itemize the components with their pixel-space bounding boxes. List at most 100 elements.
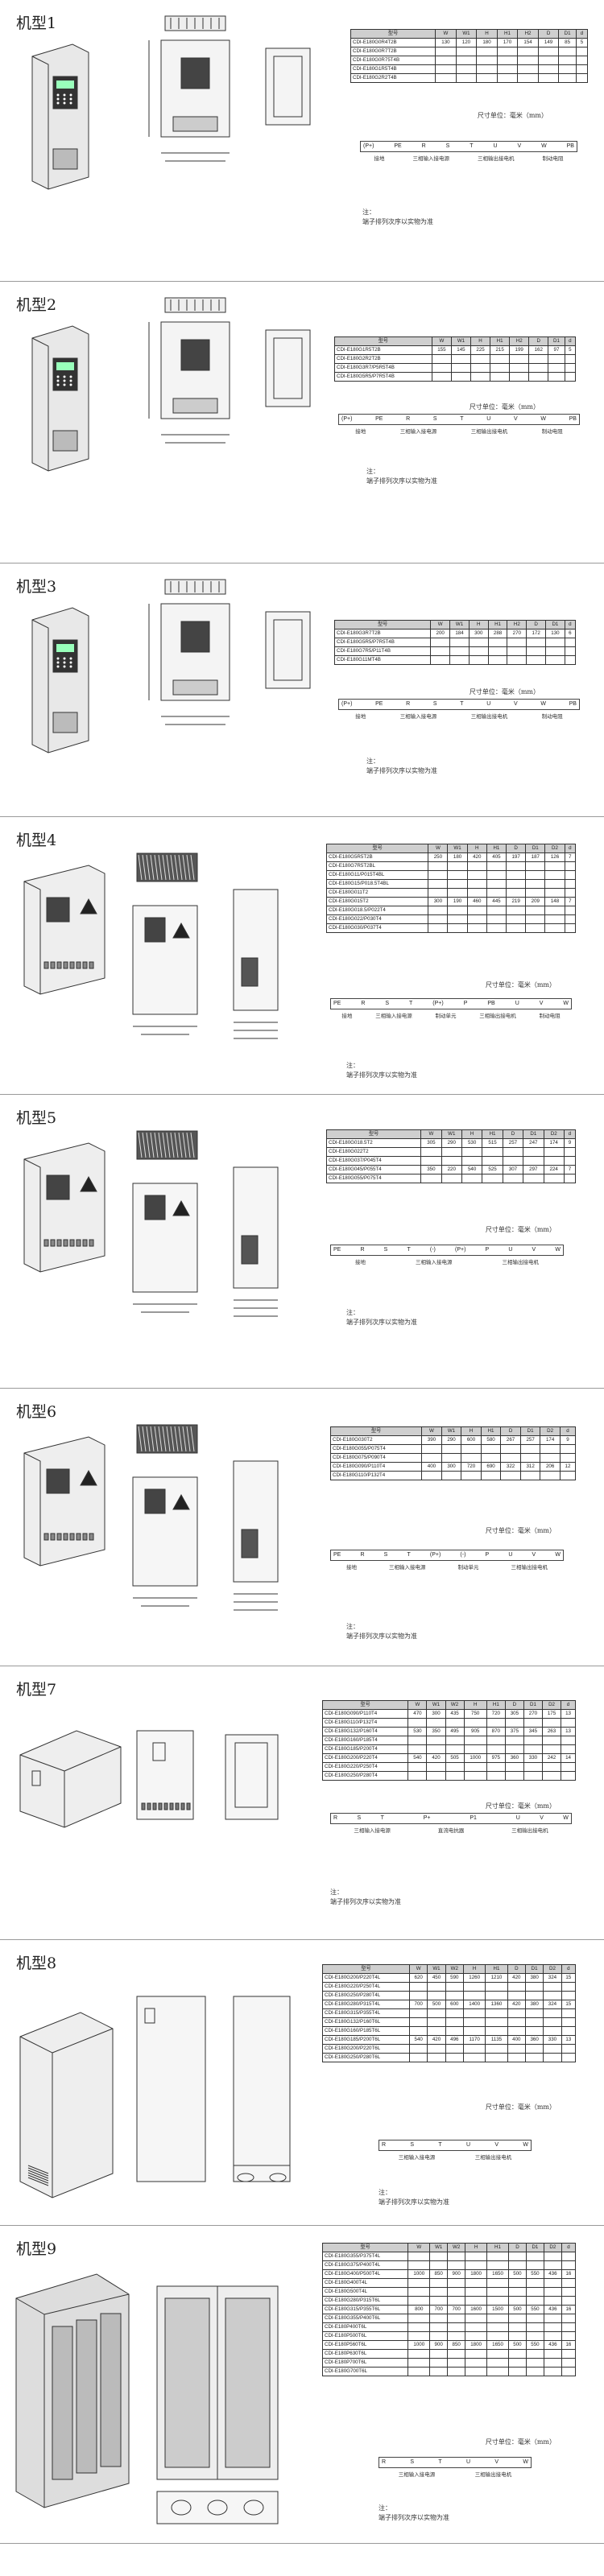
dimension-cell: 495 (445, 1727, 465, 1736)
note-line: 注： (346, 1062, 359, 1069)
dimension-cell (564, 870, 577, 880)
terminal-label: PE (333, 1001, 341, 1006)
dimension-cell: 620 (408, 1973, 428, 1983)
dimension-cell (465, 2331, 488, 2341)
dimension-cell (449, 638, 470, 647)
dimension-cell: 1500 (486, 2305, 509, 2314)
dimension-cell (463, 1718, 487, 1728)
dimension-cell (408, 2044, 428, 2054)
terminal-label: S (432, 701, 437, 707)
dimension-cell (461, 1174, 483, 1183)
dimension-cell: 850 (429, 2269, 449, 2279)
dimension-cell (525, 2278, 544, 2288)
model-cell: CDI-E180G220/P250T4L (322, 1982, 410, 1992)
dimension-cell: 720 (486, 1709, 506, 1719)
model-title: 机型3 (16, 578, 57, 596)
spec-header: D1 (548, 336, 565, 346)
model-cell: CDI-E180G160/P185T6L (322, 2026, 410, 2036)
dimension-cell (486, 2367, 509, 2376)
dimension-cell (486, 2252, 509, 2261)
dimension-cell (496, 73, 519, 83)
dimension-cell (455, 64, 478, 74)
model-cell: CDI-E180G7R5/P11T4B (333, 646, 432, 656)
spec-header: H (465, 2243, 488, 2252)
dimension-cell (447, 2331, 466, 2341)
dimension-cell (507, 2008, 526, 2018)
terminal-note: 注：端子排列次序以实物为准 (366, 467, 437, 486)
terminal-label: V (513, 701, 518, 707)
dimension-cell (506, 879, 527, 889)
table-row: CDI-E180G250/P280T4L (322, 1991, 577, 2000)
dimension-cell (461, 1444, 482, 1454)
model-cell: CDI-E180G250/P280T6L (322, 2053, 410, 2062)
model-cell: CDI-E180G055/P075T4 (325, 1174, 422, 1183)
dimension-cell (543, 2331, 562, 2341)
dimension-cell (447, 2358, 466, 2368)
table-row: CDI-E180G500T4L (321, 2287, 577, 2297)
terminal-caption: 三相输入接电源 (389, 1564, 426, 1571)
model-title: 机型8 (16, 1955, 57, 1972)
dimension-cell (470, 363, 491, 373)
model-cell: CDI-E180G315/P355T6L (321, 2305, 409, 2314)
terminal-label: R (421, 143, 426, 149)
dimension-cell: 1800 (465, 2340, 488, 2350)
dimension-cell (500, 1444, 521, 1454)
model-cell: CDI-E180G15/P018.5T4BL (325, 879, 429, 889)
dimension-cell (544, 923, 565, 933)
table-row: CDI-E180G0R7T2B (350, 47, 589, 56)
dimension-cell (407, 1718, 428, 1728)
spec-header: 型号 (350, 29, 436, 39)
dimension-cell (447, 870, 468, 880)
dimension-cell (447, 2296, 466, 2306)
dimension-cell (445, 2008, 464, 2018)
spec-header: W (435, 29, 457, 39)
terminal-label: (P+) (429, 1552, 441, 1558)
dimension-cell (524, 2017, 544, 2027)
dimension-cell (543, 1991, 562, 2000)
dimension-cell: 13 (561, 1727, 576, 1736)
dimension-cell (543, 2287, 562, 2297)
dimension-unit: 尺寸单位：毫米（mm） (469, 403, 540, 411)
dimension-cell: 15 (561, 1973, 577, 1983)
dimension-cell (543, 2008, 562, 2018)
note-line: 端子排列次序以实物为准 (379, 2198, 449, 2206)
dimension-cell (537, 73, 560, 83)
spec-header: D2 (543, 1129, 565, 1139)
table-row: CDI-E180G15/P018.5T4BL (325, 879, 577, 889)
terminal-caption: 直流电抗器 (437, 1827, 465, 1834)
terminal-label: V (540, 1815, 544, 1821)
spec-header: D1 (523, 1700, 544, 1710)
terminal-label: S (357, 1815, 362, 1821)
terminal-label: PB (487, 1001, 495, 1006)
dimension-cell (525, 2349, 544, 2359)
spec-header: D (526, 620, 547, 630)
dimension-cell (507, 2314, 527, 2323)
dimension-cell (430, 638, 451, 647)
dimension-cell (407, 2322, 431, 2332)
dimension-cell: 224 (543, 1165, 565, 1174)
dimension-cell (519, 1444, 541, 1454)
dimension-cell: 16 (561, 2269, 577, 2279)
dimension-cell (525, 2260, 544, 2270)
dimension-cell (507, 1982, 526, 1992)
model-cell: CDI-E180G011T2 (325, 888, 429, 898)
dimension-cell: 6 (564, 629, 577, 638)
dimension-cell (558, 73, 577, 83)
dimension-cell (545, 638, 565, 647)
model-title: 机型1 (16, 14, 57, 32)
spec-header: W (428, 844, 449, 853)
spec-header: W (421, 1426, 442, 1436)
spec-header: H2 (507, 620, 527, 630)
dimension-cell (564, 879, 577, 889)
dimension-cell (507, 2367, 527, 2376)
dimension-cell: 445 (486, 897, 507, 906)
table-row: CDI-E180G022T2 (325, 1147, 577, 1157)
dimension-cell: 13 (561, 1709, 576, 1719)
